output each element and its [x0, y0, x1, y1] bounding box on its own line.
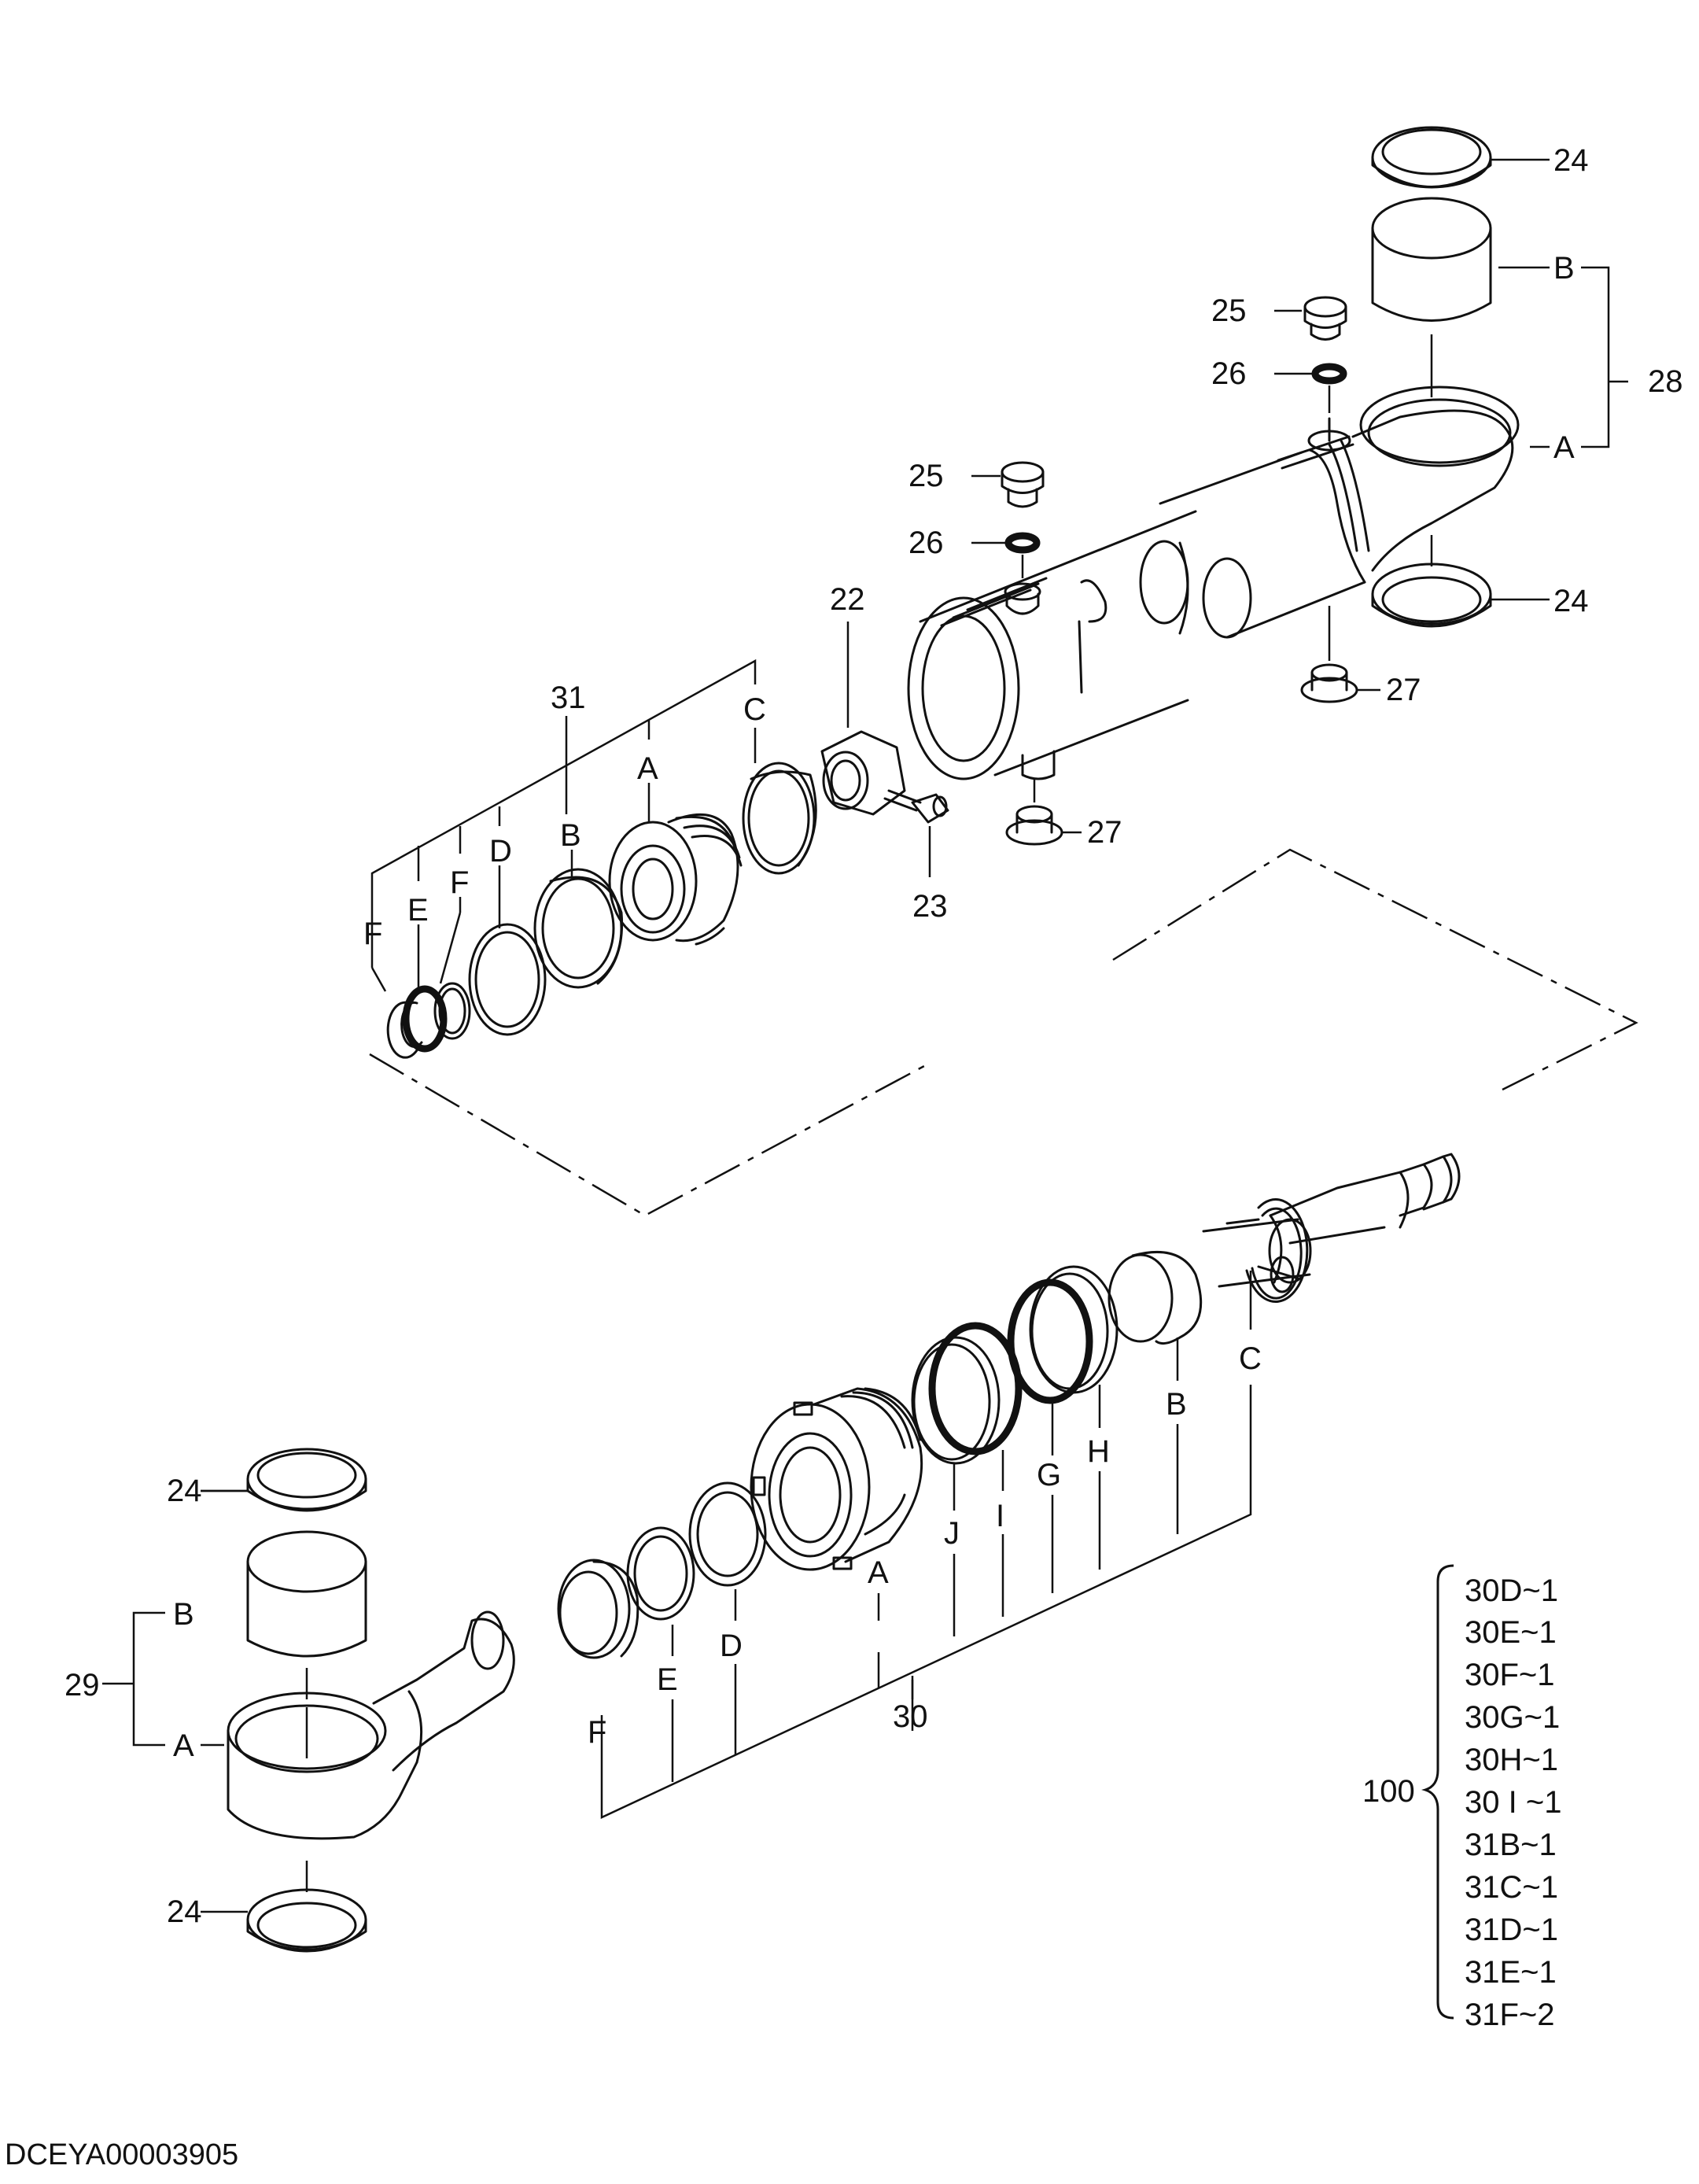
kit-item: 30F~1	[1465, 1658, 1555, 1692]
callout-31-e: E	[407, 893, 429, 928]
plug-27-right	[1300, 606, 1358, 703]
kit-item: 30H~1	[1465, 1743, 1558, 1777]
callout-29-b: B	[173, 1597, 194, 1632]
piston-rod	[1202, 1153, 1461, 1293]
seal-kit-list: 100 30D~1 30E~1 30F~1 30G~1 30H~1 30 I ~…	[1362, 1564, 1561, 2032]
drawing-code: DCEYA00003905	[5, 2138, 239, 2171]
callout-22: 22	[830, 582, 865, 617]
callout-27-left: 27	[1087, 815, 1122, 850]
nut-22	[820, 730, 922, 816]
callout-30-e: E	[657, 1662, 678, 1697]
kit-number: 100	[1362, 1774, 1415, 1809]
callout-25-lower: 25	[908, 459, 944, 493]
callout-30-h: H	[1087, 1434, 1110, 1469]
bushing-24-eye-bottom	[1371, 535, 1492, 628]
callout-31: 31	[551, 681, 586, 715]
alignment-lines	[369, 848, 1638, 1217]
kit-item: 31E~1	[1465, 1955, 1557, 1990]
kit-item: 30E~1	[1465, 1615, 1557, 1650]
callout-26-upper: 26	[1211, 356, 1247, 391]
callout-23: 23	[912, 889, 948, 924]
callout-31-b: B	[560, 818, 581, 853]
callout-31-f2: F	[450, 865, 469, 900]
kit-item: 30G~1	[1465, 1700, 1560, 1735]
callout-27-right: 27	[1386, 673, 1421, 707]
kit-item: 31F~2	[1465, 1998, 1555, 2032]
bushing-28b	[1371, 197, 1492, 397]
plug-25-lower	[1001, 461, 1045, 508]
kit-item: 30D~1	[1465, 1573, 1558, 1608]
rod-eye-29	[227, 1448, 515, 1953]
o-ring-26-upper	[1311, 363, 1347, 385]
callout-29: 29	[64, 1668, 100, 1703]
kit-item: 31D~1	[1465, 1913, 1558, 1947]
piston-assembly-31	[386, 762, 817, 1059]
callout-24-eye: 24	[1553, 584, 1589, 618]
callout-28: 28	[1648, 364, 1683, 399]
callout-labels: 24 B 28 A 24 25 26 25 26 27 27 22 23 31 …	[64, 143, 1683, 1929]
callout-24-eye29-bottom: 24	[167, 1894, 202, 1929]
kit-item: 31C~1	[1465, 1870, 1558, 1905]
kit-item: 31B~1	[1465, 1828, 1557, 1862]
plug-27-left	[1005, 779, 1063, 846]
fitting-23	[911, 793, 949, 877]
o-ring-26-lower	[1004, 532, 1041, 554]
callout-30-a: A	[868, 1555, 889, 1590]
callout-30-f: F	[588, 1715, 606, 1750]
leader-lines	[102, 158, 1628, 1913]
callout-25-upper: 25	[1211, 293, 1247, 328]
callout-24-eye29-top: 24	[167, 1474, 202, 1508]
plug-25-upper	[1303, 296, 1347, 341]
callout-31-d: D	[489, 834, 512, 869]
callout-30-j: J	[944, 1516, 960, 1551]
callout-24-top: 24	[1553, 143, 1589, 178]
callout-26-lower: 26	[908, 526, 944, 560]
callout-28-b: B	[1553, 251, 1575, 286]
rod-head-assembly-30	[557, 1198, 1309, 1659]
callout-30-d: D	[720, 1629, 743, 1663]
callout-30-i: I	[996, 1499, 1004, 1533]
callout-29-a: A	[173, 1728, 194, 1763]
callout-31-c: C	[743, 692, 766, 727]
bushing-24-top	[1371, 126, 1492, 189]
kit-item: 30 I ~1	[1465, 1785, 1561, 1820]
callout-31-f1: F	[363, 917, 382, 951]
cylinder-tube	[907, 386, 1520, 780]
callout-30-g: G	[1037, 1458, 1061, 1492]
callout-30-b: B	[1166, 1387, 1187, 1422]
callout-31-a: A	[637, 751, 658, 786]
callout-30: 30	[893, 1699, 928, 1734]
callout-30-c: C	[1239, 1341, 1262, 1376]
callout-28-a: A	[1553, 430, 1575, 465]
